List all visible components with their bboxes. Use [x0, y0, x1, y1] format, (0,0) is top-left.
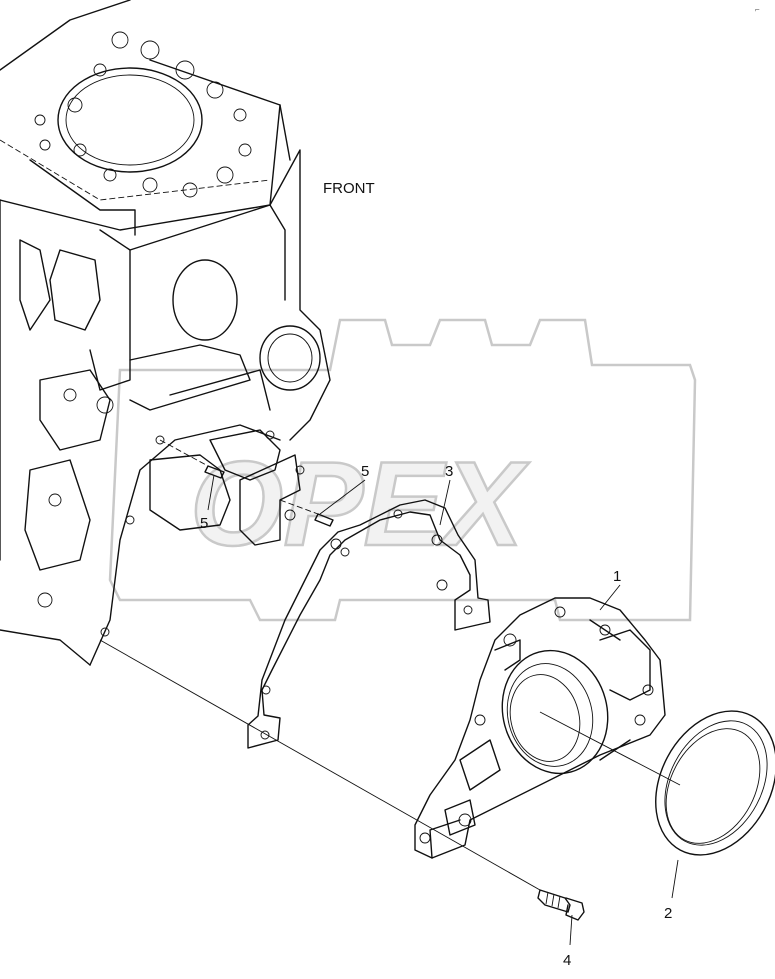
seal-housing [414, 597, 666, 859]
gasket [247, 499, 491, 749]
watermark-logo: OPEX [108, 318, 697, 622]
camshaft-bore [259, 325, 321, 391]
callout-5-left: 5 [200, 515, 208, 532]
dowel-pins [159, 439, 334, 527]
callout-2: 2 [664, 905, 672, 922]
cylinder-bore [57, 67, 203, 173]
oil-seal [655, 710, 775, 856]
engine-block [0, 0, 331, 666]
dowel-pin-right [314, 513, 334, 527]
block-opening [172, 259, 238, 341]
seal-axis [539, 711, 681, 786]
alignment-axis [99, 639, 541, 891]
callout-1: 1 [613, 568, 621, 585]
front-direction-label: FRONT [323, 180, 375, 197]
callout-3: 3 [445, 463, 453, 480]
dowel-pin-left [204, 465, 225, 479]
watermark-text: OPEX [190, 437, 530, 571]
callout-5-right: 5 [361, 463, 369, 480]
leader-lines [207, 474, 679, 946]
callout-4: 4 [563, 952, 571, 969]
corner-mark: ⌐ [755, 5, 760, 14]
bolt [537, 889, 585, 921]
